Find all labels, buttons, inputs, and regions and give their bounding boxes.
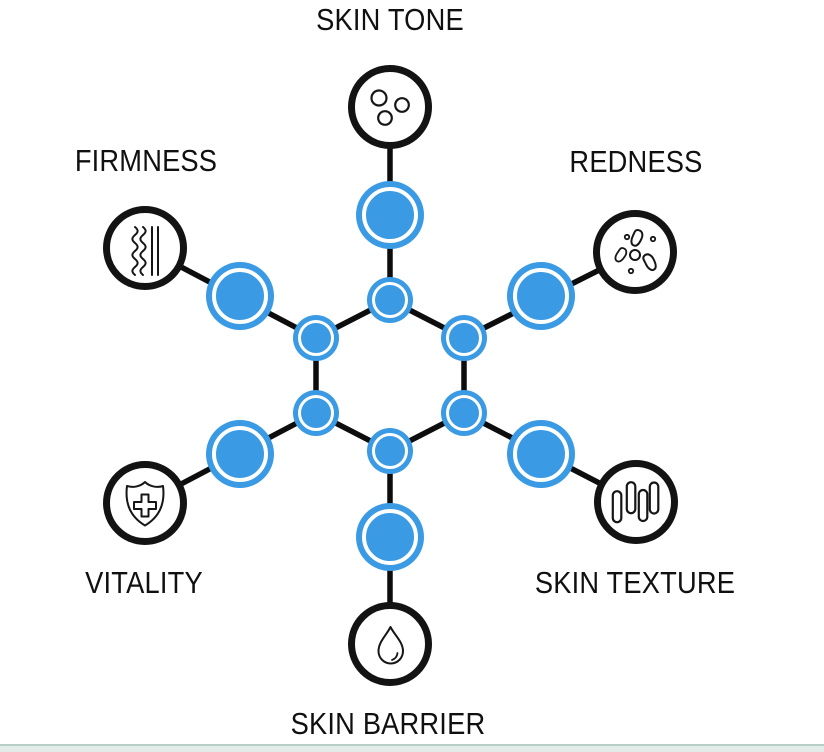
mid-node-firmness bbox=[206, 262, 274, 330]
skin-tone-dots-icon bbox=[370, 89, 410, 126]
skin-texture-circle[interactable] bbox=[594, 460, 678, 544]
skin-barrier-circle[interactable] bbox=[348, 602, 432, 686]
redness-circle[interactable] bbox=[593, 210, 677, 294]
label-firmness: FIRMNESS bbox=[74, 143, 218, 178]
bottom-divider-bar bbox=[0, 744, 824, 752]
redness-spots-icon bbox=[614, 229, 657, 275]
mid-node-vitality bbox=[206, 420, 274, 488]
firmness-wavy-lines-icon bbox=[131, 226, 159, 276]
hex-node-upper-right bbox=[441, 315, 487, 361]
label-skin-texture: SKIN TEXTURE bbox=[534, 565, 736, 600]
label-skin-tone: SKIN TONE bbox=[316, 2, 464, 37]
hex-node-upper-left bbox=[293, 315, 339, 361]
hex-node-lower-left bbox=[293, 390, 339, 436]
mid-node-redness bbox=[507, 262, 575, 330]
label-redness: REDNESS bbox=[569, 144, 703, 179]
mid-node-skin-tone bbox=[356, 181, 424, 249]
firmness-circle[interactable] bbox=[103, 206, 187, 290]
skin-tone-circle[interactable] bbox=[348, 65, 432, 149]
hex-node-top bbox=[367, 277, 413, 323]
vitality-circle[interactable] bbox=[103, 461, 187, 545]
texture-bars-icon bbox=[611, 481, 660, 524]
water-drop-icon bbox=[377, 626, 404, 665]
label-vitality: VITALITY bbox=[85, 565, 203, 600]
mid-node-skin-texture bbox=[507, 420, 575, 488]
hex-node-lower-right bbox=[441, 390, 487, 436]
shield-cross-icon bbox=[125, 481, 165, 527]
hex-node-bottom bbox=[367, 428, 413, 474]
label-skin-barrier: SKIN BARRIER bbox=[290, 706, 486, 741]
mid-node-skin-barrier bbox=[356, 503, 424, 571]
